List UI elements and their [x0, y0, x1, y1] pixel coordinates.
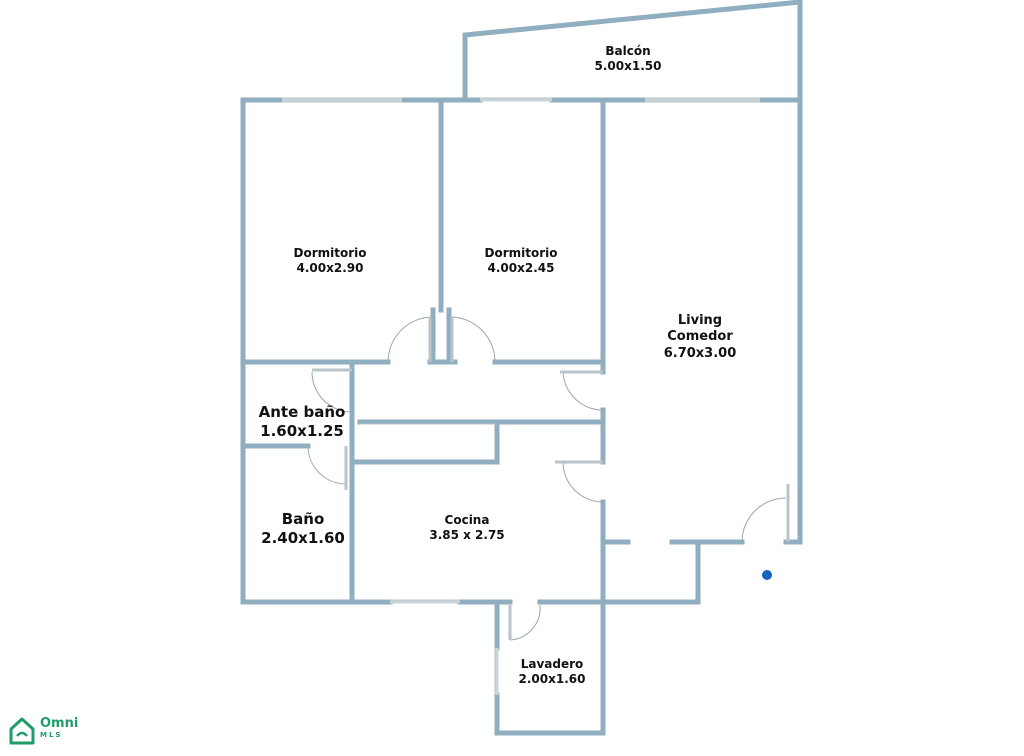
room-size: 1.60x1.25: [260, 421, 344, 440]
room-name: Baño: [281, 510, 325, 528]
room-size: 2.00x1.60: [518, 672, 586, 686]
room-name: Cocina: [444, 513, 490, 527]
balcony-walls: [462, 0, 803, 103]
room-name: Dormitorio: [293, 246, 367, 260]
room-name: Lavadero: [520, 657, 584, 671]
room-size: 3.85 x 2.75: [429, 528, 505, 542]
room-label-dormitorio-1: Dormitorio 4.00x2.90: [294, 246, 367, 276]
logo-sub: MLS: [40, 731, 63, 739]
walls: [240, 97, 803, 736]
room-label-ante-bano: Ante baño 1.60x1.25: [259, 403, 346, 441]
room-label-balcon: Balcón 5.00x1.50: [595, 44, 662, 74]
windows: [282, 97, 760, 695]
doors: [307, 316, 790, 641]
room-size: 4.00x2.90: [296, 261, 364, 275]
room-label-bano: Baño 2.40x1.60: [261, 510, 345, 548]
room-name: Ante baño: [258, 403, 346, 421]
room-size: 5.00x1.50: [594, 59, 662, 73]
location-marker: [762, 570, 772, 580]
room-label-lavadero: Lavadero 2.00x1.60: [519, 657, 586, 687]
omni-mls-logo: Omni MLS: [8, 716, 88, 750]
room-name: Balcón: [605, 44, 651, 58]
room-size: 6.70x3.00: [663, 345, 737, 361]
room-label-cocina: Cocina 3.85 x 2.75: [429, 513, 504, 543]
room-name-line1: Living: [677, 313, 723, 328]
room-label-dormitorio-2: Dormitorio 4.00x2.45: [485, 246, 558, 276]
room-name: Dormitorio: [484, 246, 558, 260]
logo-name: Omni: [40, 716, 79, 731]
room-name-line2: Comedor: [667, 329, 733, 345]
room-size: 4.00x2.45: [487, 261, 555, 275]
house-icon: [9, 717, 35, 745]
room-label-living: Living Comedor 6.70x3.00: [664, 313, 737, 362]
room-size: 2.40x1.60: [261, 528, 345, 547]
